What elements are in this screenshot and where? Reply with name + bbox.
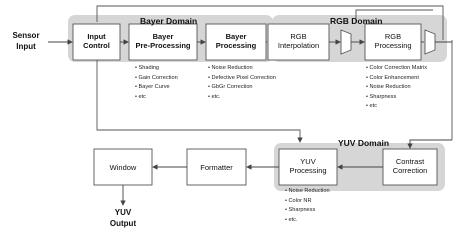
rgb-interp-line2: Interpolation [277, 41, 320, 50]
rgb-interp-line1: RGB [290, 32, 307, 41]
contrast-line2: Correction [392, 166, 428, 175]
rgb-interp-label: RGB Interpolation [268, 32, 329, 50]
note-item: etc [135, 93, 178, 103]
yuv-output-line1: YUV [114, 208, 132, 217]
sensor-input-line1: Sensor [12, 31, 40, 40]
contrast-line1: Contrast [395, 157, 425, 166]
window-label: Window [109, 163, 137, 172]
note-item: Sharpness [285, 206, 330, 216]
note-item: etc. [285, 216, 330, 226]
yuv-proc-label: YUV Processing [279, 157, 337, 175]
sensor-input-line2: Input [16, 42, 36, 51]
arrow-bypass-to-yuvdomain [96, 60, 303, 143]
bayer-preproc-line2: Pre-Processing [135, 41, 191, 50]
sensor-input-label: Sensor Input [6, 30, 46, 52]
formatter-block [186, 148, 247, 186]
yuv-proc-line1: YUV [300, 157, 316, 166]
note-item: Noise Reduction [285, 187, 330, 197]
note-item: Color Enhancement [366, 74, 427, 84]
rgb-proc-notes: Color Correction Matrix Color Enhancemen… [366, 64, 428, 112]
note-item: Noise Reduction [366, 83, 427, 93]
bypass-line-2 [355, 9, 433, 22]
yuv-output-label: YUV Output [103, 207, 143, 229]
rgb-proc-label: RGB Processing [365, 32, 421, 50]
note-item: Sharpness [366, 93, 427, 103]
note-item: etc [366, 102, 427, 112]
contrast-label: Contrast Correction [383, 157, 437, 175]
rgb-proc-line2: Processing [374, 41, 412, 50]
mux-1 [340, 29, 352, 55]
bayer-preproc-label: Bayer Pre-Processing [129, 32, 197, 50]
input-control-label: Input Control [73, 32, 120, 50]
yuv-proc-block [278, 148, 338, 186]
note-item: etc. [208, 93, 276, 103]
yuv-proc-notes: Noise Reduction Color NR Sharpness etc. [285, 187, 330, 225]
bayer-proc-line2: Processing [215, 41, 257, 50]
note-item: Gain Correction [135, 74, 178, 84]
bayer-preproc-block [128, 23, 198, 61]
mux-2 [424, 29, 436, 55]
note-item: Shading [135, 64, 178, 74]
bayer-preproc-line1: Bayer [152, 32, 174, 41]
bayer-proc-notes: Noise Reduction Defective Pixel Correcti… [208, 64, 276, 102]
note-item: Color NR [285, 197, 330, 207]
rgb-proc-line1: RGB [384, 32, 402, 41]
arrow-down-to-contrast [407, 139, 452, 149]
bayer-proc-line1: Bayer [225, 32, 247, 41]
bypass-line-1 [96, 5, 444, 40]
input-control-block [72, 23, 121, 61]
yuv-domain-title: YUV Domain [338, 138, 390, 148]
input-control-line2: Control [83, 41, 110, 50]
note-item: Bayer Curve [135, 83, 178, 93]
note-item: Noise Reduction [208, 64, 276, 74]
input-control-line1: Input [87, 32, 106, 41]
rgb-domain-title: RGB Domain [330, 16, 383, 26]
note-item: Color Correction Matrix [366, 64, 428, 74]
yuv-proc-line2: Processing [289, 166, 327, 175]
bayer-proc-label: Bayer Processing [206, 32, 266, 50]
contrast-block [382, 148, 438, 186]
preproc-notes: Shading Gain Correction Bayer Curve etc [135, 64, 178, 102]
note-item: Defective Pixel Correction [208, 74, 276, 84]
note-item: GbGr Correction [208, 83, 276, 93]
bayer-domain-title: Bayer Domain [140, 16, 198, 26]
formatter-label: Formatter [200, 163, 233, 172]
yuv-output-line2: Output [109, 219, 137, 228]
